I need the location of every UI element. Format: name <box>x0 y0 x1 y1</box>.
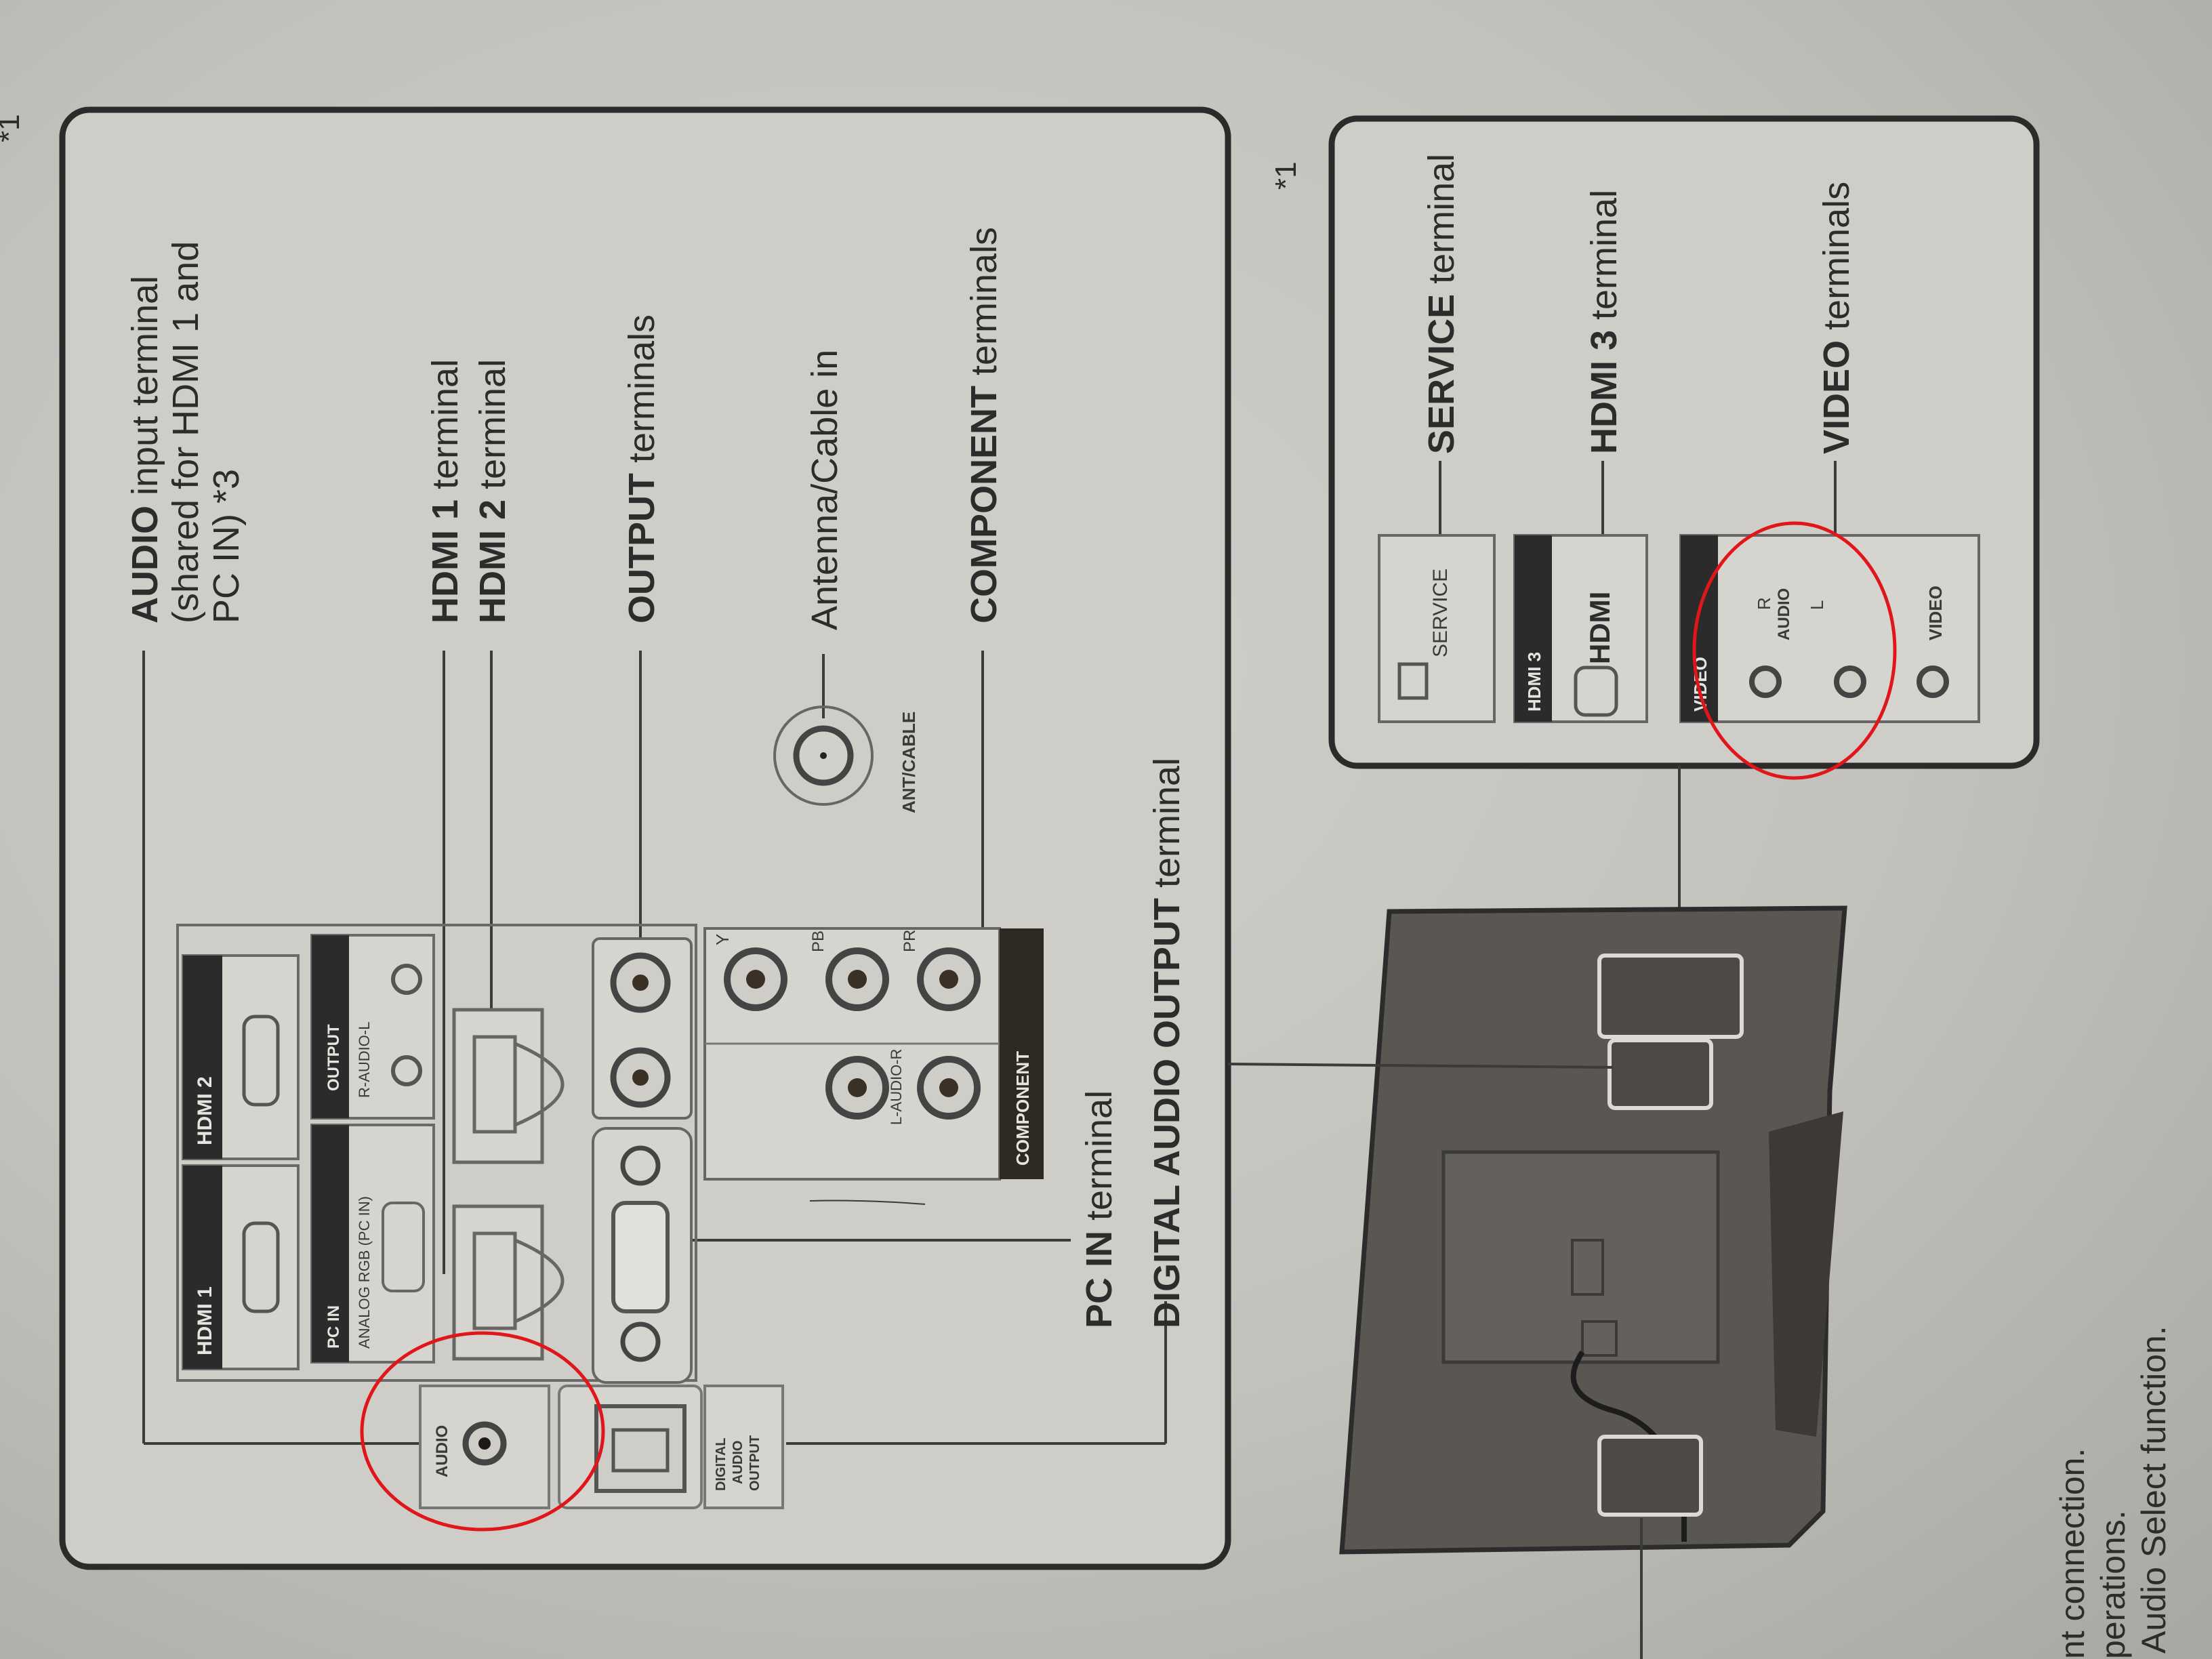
svg-text:R-AUDIO-L: R-AUDIO-L <box>356 1022 373 1098</box>
svg-text:PC IN: PC IN <box>325 1305 343 1349</box>
port-block-outline <box>176 924 697 1382</box>
svg-text:AUDIO: AUDIO <box>731 1441 745 1484</box>
tv-back-illustration <box>1339 905 1847 1555</box>
svg-text:Y: Y <box>712 934 733 945</box>
callout-pc-in: PC IN terminal <box>1079 1090 1120 1328</box>
callout-output: OUTPUT terminals <box>621 314 662 623</box>
svg-text:Audio Select function.: Audio Select function. <box>2135 1326 2173 1654</box>
hdmi3-port: HDMI 3 HDMI <box>1513 534 1648 723</box>
svg-text:COMPONENT: COMPONENT <box>1012 1051 1033 1166</box>
svg-text:DIGITAL: DIGITAL <box>714 1437 729 1491</box>
footnote-marker: *1 <box>0 114 26 142</box>
pen-mark <box>809 1200 926 1205</box>
service-port: SERVICE <box>1378 534 1496 723</box>
callout-hdmi3: HDMI 3 terminal <box>1584 190 1624 454</box>
pc-in-vga-port <box>592 1127 693 1384</box>
callout-audio-input: AUDIO input terminal (shared for HDMI 1 … <box>125 241 247 623</box>
svg-text:L: L <box>1807 600 1827 610</box>
footnote-marker: *1 <box>1269 161 1303 190</box>
callout-hdmi2: HDMI 2 terminal <box>472 359 513 623</box>
svg-text:L-AUDIO-R: L-AUDIO-R <box>888 1049 905 1125</box>
digital-audio-output-port: DIGITAL AUDIO OUTPUT <box>558 1385 784 1509</box>
svg-text:perations.: perations. <box>2094 1510 2132 1659</box>
svg-text:AUDIO input terminal: AUDIO input terminal <box>125 276 165 623</box>
callout-antenna: Antenna/Cable in <box>804 350 845 630</box>
svg-text:HDMI 1: HDMI 1 <box>194 1286 216 1355</box>
callout-component: COMPONENT terminals <box>964 227 1004 623</box>
callout-video: VIDEO terminals <box>1816 182 1857 454</box>
svg-text:PB: PB <box>809 930 827 952</box>
svg-text:VIDEO: VIDEO <box>1925 586 1946 640</box>
hdmi-connector-plugs <box>452 1008 565 1361</box>
output-terminals <box>592 937 693 1120</box>
svg-text:ANT/CABLE: ANT/CABLE <box>899 712 919 813</box>
callout-digital-audio-output: DIGITAL AUDIO OUTPUT terminal <box>1147 758 1187 1328</box>
side-callout-leaders <box>1439 461 1837 535</box>
svg-text:PR: PR <box>901 930 919 952</box>
callout-leaders <box>142 651 1167 1445</box>
svg-text:HDMI 2: HDMI 2 <box>194 1076 216 1145</box>
output-audio-ports: OUTPUT R-AUDIO-L <box>310 934 435 1120</box>
svg-text:HDMI: HDMI <box>1584 592 1616 664</box>
svg-text:R: R <box>1754 597 1774 610</box>
audio-input-port: AUDIO <box>419 1385 550 1509</box>
hdmi2-port: HDMI 2 <box>182 954 300 1160</box>
svg-text:ANALOG RGB (PC IN): ANALOG RGB (PC IN) <box>356 1196 373 1349</box>
antenna-cable-port: ANT/CABLE <box>773 705 919 813</box>
svg-text:AUDIO: AUDIO <box>433 1425 451 1477</box>
callout-service: SERVICE terminal <box>1421 154 1462 454</box>
svg-text:SERVICE: SERVICE <box>1429 569 1452 657</box>
svg-text:PC IN) *3: PC IN) *3 <box>206 469 247 623</box>
video-audio-ports: VIDEO R AUDIO L VIDEO <box>1679 534 1980 723</box>
svg-text:OUTPUT: OUTPUT <box>325 1024 343 1091</box>
svg-text:nt connection.: nt connection. <box>2053 1448 2091 1659</box>
footnotes: nt connection. perations. Audio Select f… <box>2053 1326 2173 1659</box>
callout-hdmi1: HDMI 1 terminal <box>425 359 466 623</box>
hdmi1-port: HDMI 1 <box>182 1164 300 1370</box>
leader-main-panel-to-tv <box>1227 1063 1614 1069</box>
svg-text:HDMI 3: HDMI 3 <box>1524 652 1544 712</box>
pc-in-label-block: PC IN ANALOG RGB (PC IN) <box>310 1124 435 1364</box>
svg-text:AUDIO: AUDIO <box>1775 588 1793 640</box>
component-terminals: COMPONENT Y PB PR L-AUDIO-R <box>703 927 1044 1181</box>
highlight-circle-video-audio <box>1692 521 1897 780</box>
svg-text:OUTPUT: OUTPUT <box>747 1435 762 1491</box>
svg-text:(shared for HDMI 1 and: (shared for HDMI 1 and <box>165 241 206 623</box>
highlight-circle-audio-input <box>360 1331 605 1532</box>
